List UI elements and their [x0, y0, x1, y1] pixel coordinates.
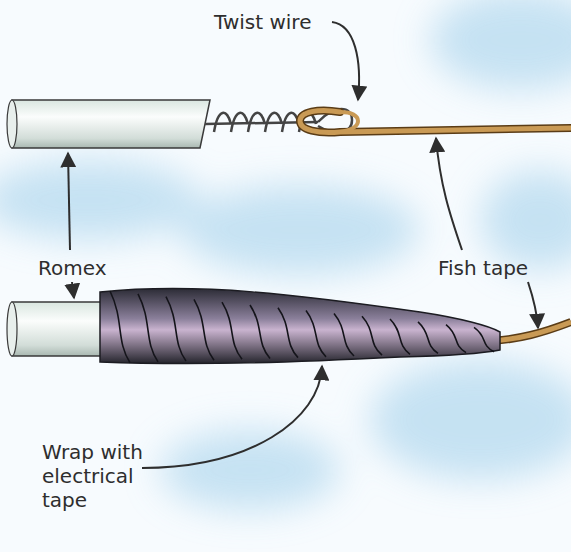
- leader-arrows: [68, 22, 538, 468]
- tape-wrap-edge: [446, 325, 466, 353]
- top-fish-tape: [300, 110, 571, 132]
- tape-wrap-edge: [390, 319, 410, 354]
- electrical-tape-wrap: [100, 289, 500, 364]
- tape-wrap-edge: [418, 322, 438, 354]
- tape-wrap-edge: [362, 316, 382, 355]
- tape-wrap-edge: [166, 297, 186, 361]
- tape-wrap-edge: [250, 305, 270, 359]
- callout-label: Twist wire: [214, 10, 311, 34]
- tape-wrap-edge: [474, 327, 494, 351]
- callout-label: Fish tape: [438, 256, 528, 280]
- tape-wrap-edge: [138, 294, 158, 362]
- tape-wrap-edge: [222, 302, 242, 359]
- tape-wrap-edge: [334, 313, 354, 356]
- tape-wrap-edge: [194, 299, 214, 360]
- callout-label: Romex: [38, 256, 107, 280]
- callout-label: Wrap with electrical tape: [42, 440, 154, 512]
- sky-background: [0, 0, 571, 510]
- top-romex-cable: [7, 100, 210, 148]
- tape-wrap-edge: [278, 308, 298, 358]
- tape-wrap-edge: [110, 291, 130, 363]
- tape-wrap-edge: [306, 311, 326, 357]
